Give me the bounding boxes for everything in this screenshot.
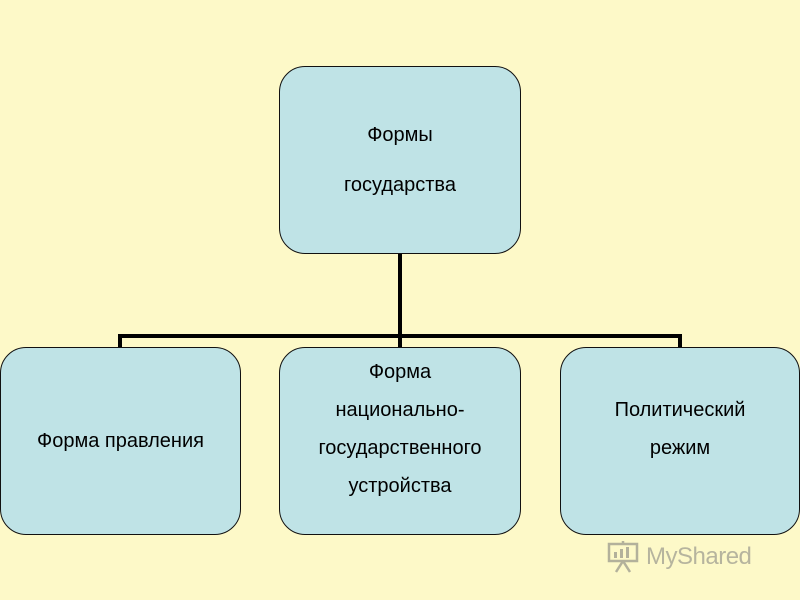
child2-label-line-3: государственного: [318, 436, 482, 459]
child3-label-line-2: режим: [649, 436, 711, 459]
child-node-political-regime: Политический режим: [560, 347, 800, 535]
watermark-text: MyShared: [646, 543, 752, 570]
child1-label: Форма правления: [37, 429, 204, 452]
child-node-form-of-government: Форма правления: [0, 347, 241, 535]
child2-label: Форма национально- государственного устр…: [318, 347, 481, 524]
root-label-line-1: Формы: [367, 123, 433, 146]
myshared-watermark: MyShared: [606, 540, 766, 574]
child3-label: Политический режим: [615, 385, 746, 486]
root-label-line-2: государства: [344, 173, 456, 196]
root-node-label: Формы государства: [344, 98, 456, 223]
presentation-board-icon: [607, 541, 639, 573]
child-node-territorial-structure: Форма национально- государственного устр…: [279, 347, 521, 535]
root-node: Формы государства: [279, 66, 521, 254]
child3-label-line-1: Политический: [614, 398, 746, 421]
child2-label-line-4: устройства: [348, 474, 452, 497]
child2-label-line-2: национально-: [335, 398, 465, 421]
child2-label-line-1: Форма: [368, 360, 432, 383]
